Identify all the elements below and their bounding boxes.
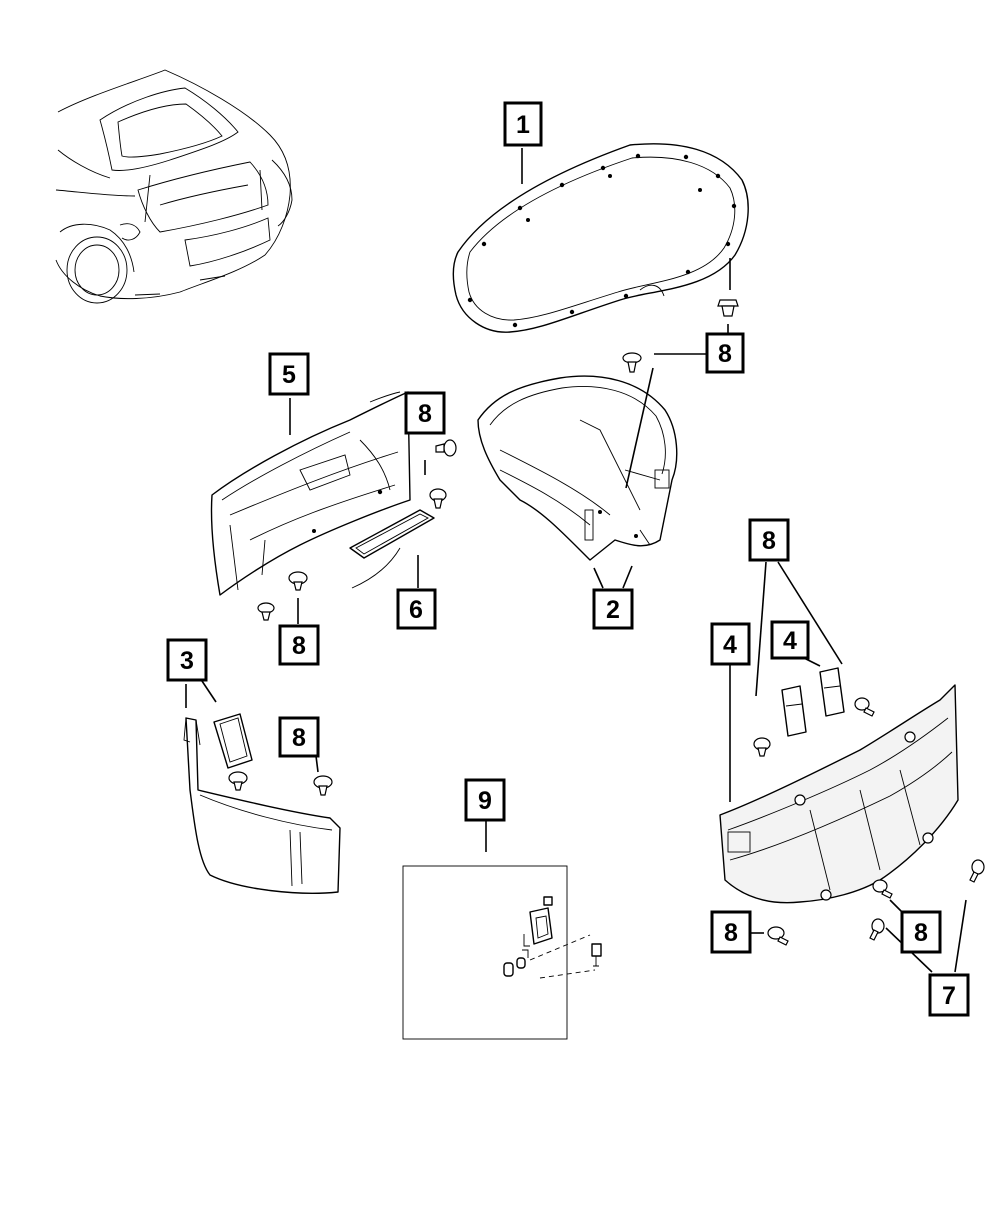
pushpin-fastener <box>622 352 642 373</box>
callout-8-label: 8 <box>292 724 306 752</box>
callout-8-bottom-left: 8 <box>710 910 752 954</box>
rear-panel-trim-part-4-7 <box>719 667 959 904</box>
screw-fastener <box>869 918 885 941</box>
pushpin-fastener <box>854 697 875 717</box>
callout-2-label: 2 <box>606 596 620 624</box>
callout-8-bottom-right: 8 <box>900 910 942 954</box>
callout-8-top-right: 8 <box>705 332 745 374</box>
left-rear-trim-part-3 <box>183 713 341 894</box>
pushpin-fastener <box>228 771 248 791</box>
callout-4-label: 4 <box>723 631 737 659</box>
callout-4-right: 4 <box>770 620 810 660</box>
callout-4-left: 4 <box>710 622 751 666</box>
callout-8-right-top: 8 <box>748 518 790 562</box>
callout-1: 1 <box>503 101 543 147</box>
callout-7-label: 7 <box>942 982 956 1010</box>
callout-1-label: 1 <box>516 111 530 139</box>
pushpin-fastener <box>257 602 275 621</box>
pushpin-fastener <box>717 299 739 317</box>
screw-fastener <box>969 859 985 883</box>
callout-9: 9 <box>464 778 506 822</box>
pushpin-fastener <box>872 879 893 899</box>
pushpin-fastener <box>288 571 308 591</box>
callout-5-label: 5 <box>282 361 296 389</box>
callout-8-mid-left: 8 <box>404 391 446 435</box>
trunk-lid-liner-part-1 <box>452 143 749 333</box>
callout-8-label: 8 <box>292 632 306 660</box>
callout-8-part3: 8 <box>278 716 320 758</box>
callout-2: 2 <box>592 588 634 630</box>
left-side-trim-part-5 <box>210 391 411 596</box>
callout-6-label: 6 <box>409 596 423 624</box>
callout-8-label: 8 <box>914 919 928 947</box>
pushpin-fastener <box>767 926 789 946</box>
pushpin-fasteners-part-8 <box>228 299 985 946</box>
callout-4-label: 4 <box>783 627 797 655</box>
callout-3: 3 <box>166 638 208 682</box>
callout-9-label: 9 <box>478 787 492 815</box>
lamp-assembly-detail-part-9 <box>402 865 602 1040</box>
callout-6: 6 <box>396 588 437 630</box>
pushpin-fastener <box>313 775 333 796</box>
pushpin-fastener <box>753 737 771 757</box>
callout-8-lower-left: 8 <box>278 624 320 666</box>
callout-5: 5 <box>268 352 310 396</box>
pushpin-fastener <box>435 439 457 457</box>
pushpin-fastener <box>429 488 447 509</box>
vehicle-locator-illustration <box>55 69 293 304</box>
callout-8-label: 8 <box>418 400 432 428</box>
callout-8-label: 8 <box>762 527 776 555</box>
callout-7: 7 <box>928 973 970 1017</box>
trunk-lamp-part-6 <box>349 509 435 589</box>
callout-8-label: 8 <box>718 340 732 368</box>
right-side-trim-part-2 <box>477 375 678 561</box>
callout-3-label: 3 <box>180 647 194 675</box>
callout-8-label: 8 <box>724 919 738 947</box>
